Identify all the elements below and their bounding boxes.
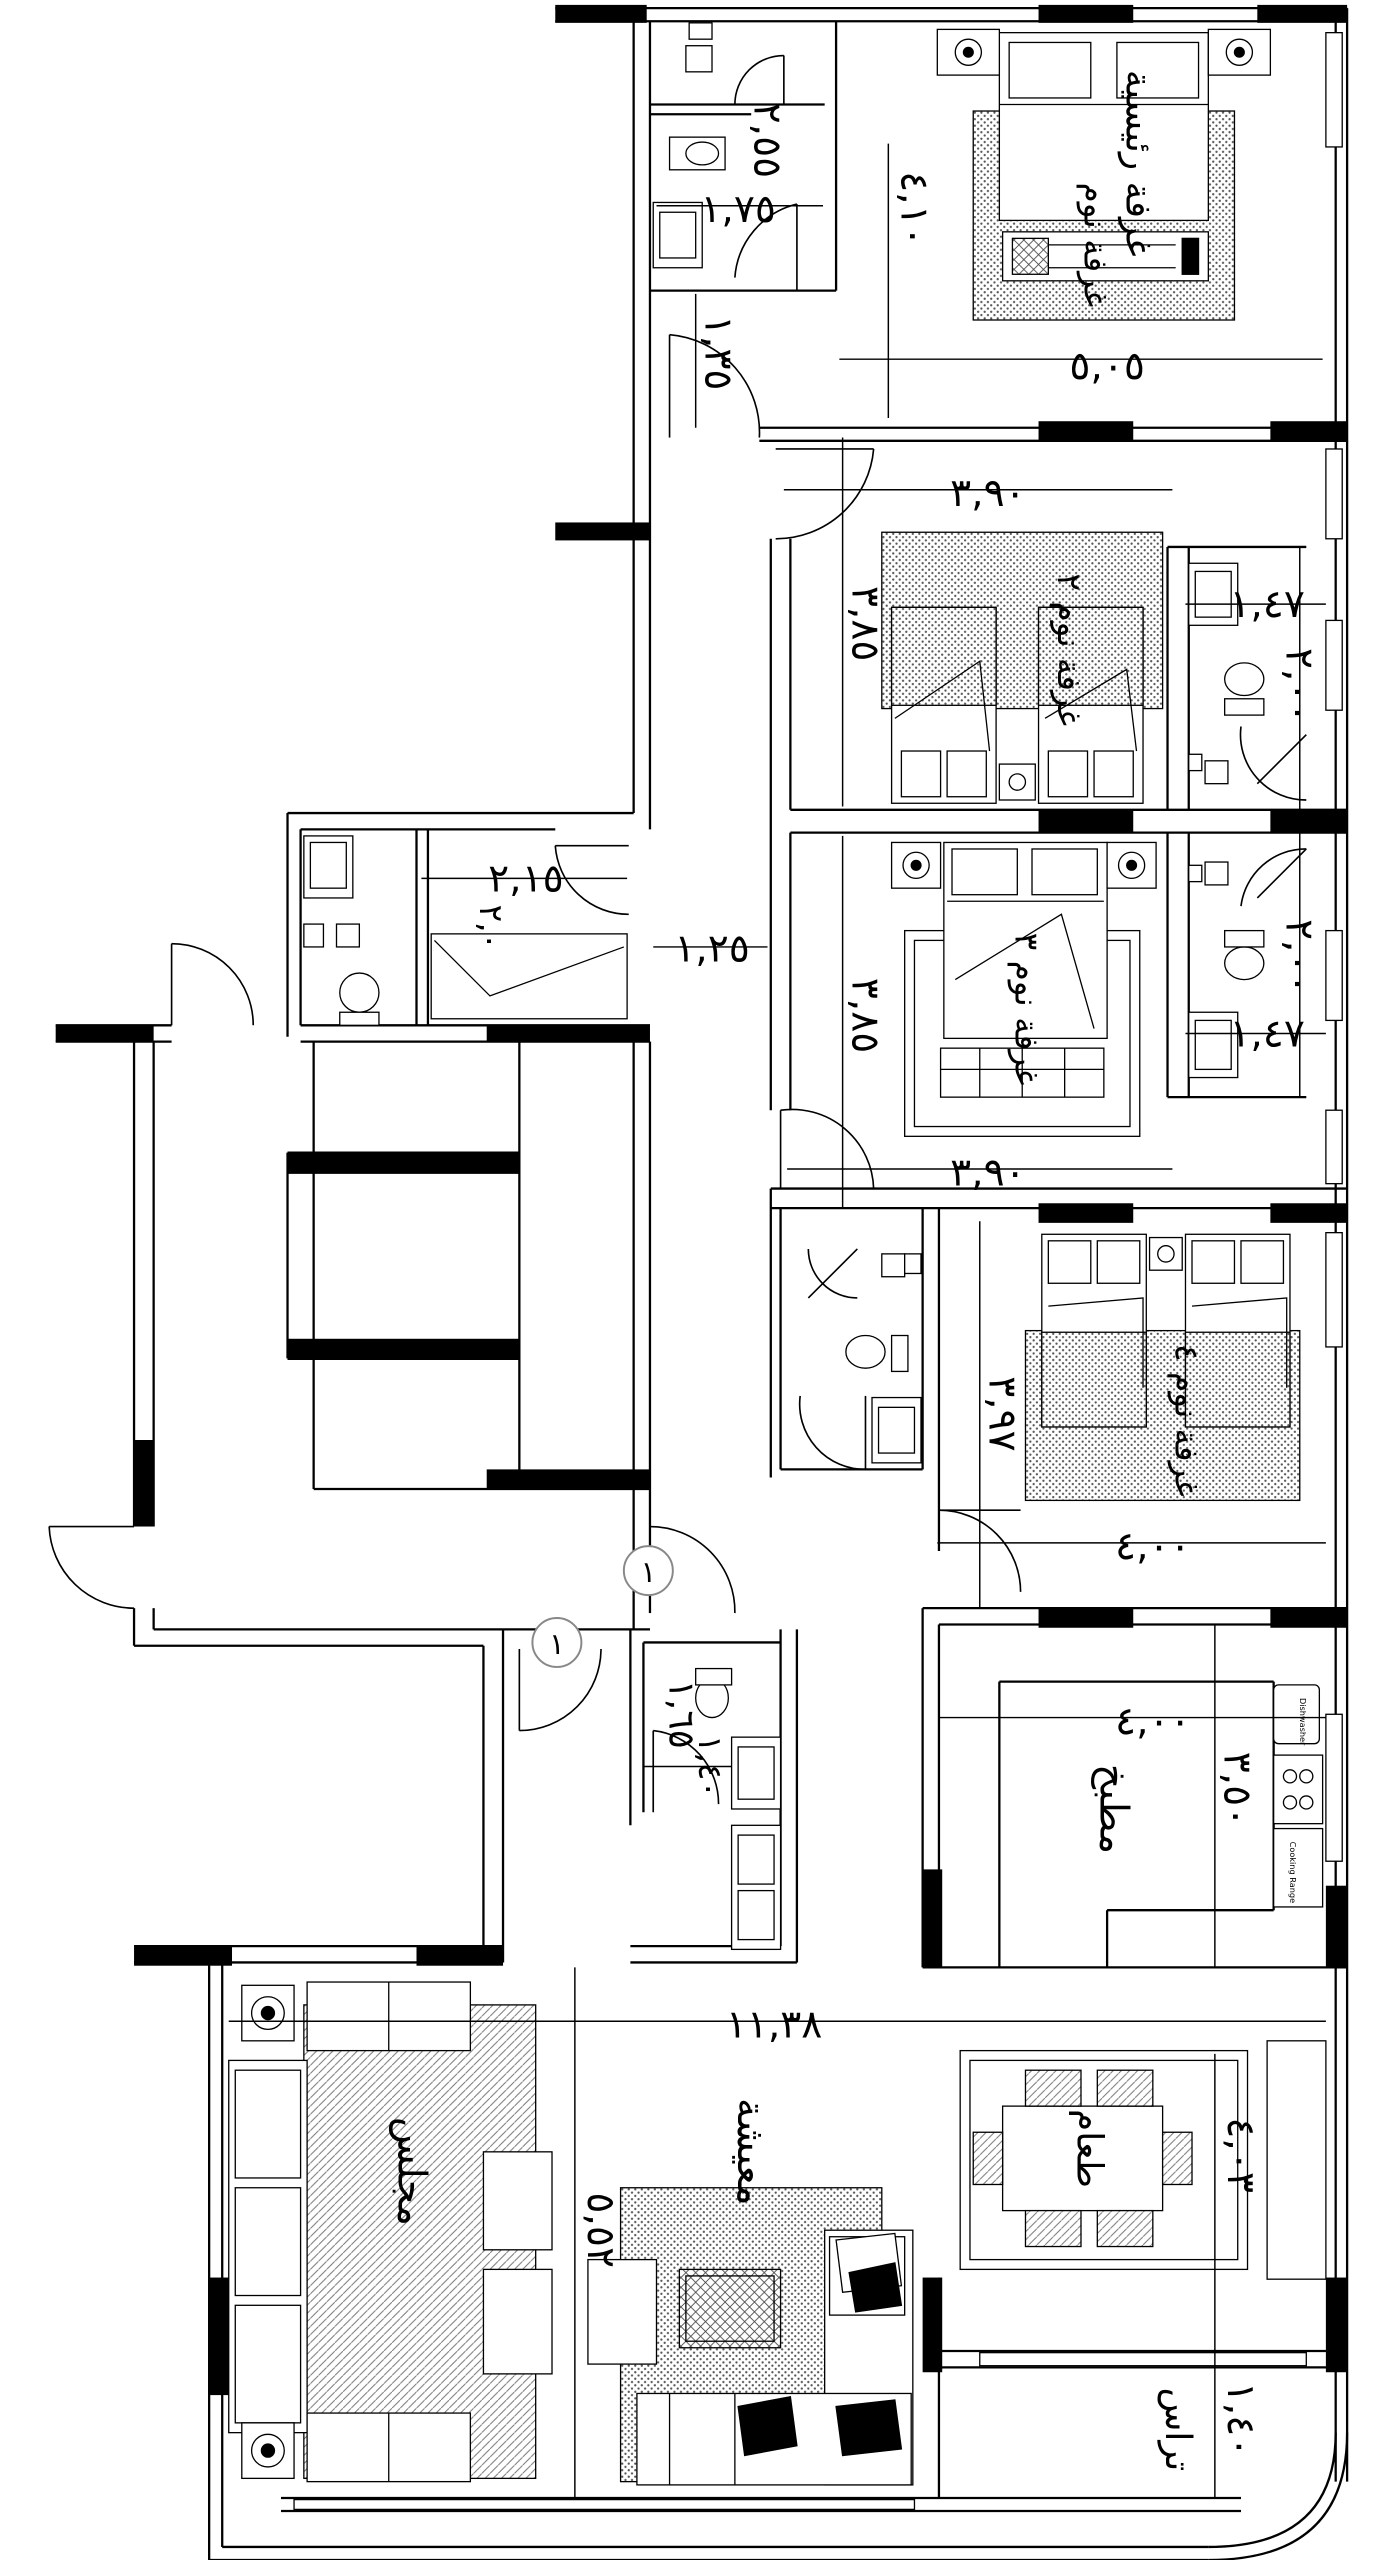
label-bedroom-4: غرفة نوم ٤ <box>1168 1344 1206 1497</box>
label-dining: طعام <box>1069 2109 1110 2188</box>
dim-hall-width: ١١,٣٨ <box>726 2003 823 2048</box>
dim-kitchen-length: ٣,٥٠ <box>1215 1752 1260 1828</box>
label-living: معيشة <box>728 2098 773 2206</box>
dim-bed4-width: ٤,٠٠ <box>1115 1524 1191 1569</box>
dimension-lines <box>228 143 1326 2498</box>
dim-hall-length: ٥,٥٢ <box>578 2192 623 2268</box>
dim-guest-bath-b: ١,٤٠ <box>691 1735 729 1798</box>
label-master-bedroom: غرفة رئيسية <box>1118 70 1159 257</box>
dim-bed3-width: ٣,٩٠ <box>950 1150 1026 1195</box>
dim-bath2-length: ٢,٠٠ <box>1277 648 1322 724</box>
label-kitchen: مطبخ <box>1091 1764 1136 1854</box>
dim-guest-bath-a: ١,٦٥ <box>661 1680 702 1749</box>
dim-master-width: ٥,٠٥ <box>1069 344 1145 389</box>
dim-bath3-length: ٢,٠٠ <box>1277 919 1322 995</box>
bedroom-2-furniture <box>881 531 1164 804</box>
label-range: Cooking Range <box>1288 1842 1298 1903</box>
windows <box>293 32 1343 2511</box>
dim-bath2-width: ١,٤٧ <box>1229 582 1305 627</box>
label-majlis: مجلس <box>389 2117 434 2226</box>
bedroom-4-furniture <box>1024 1233 1301 1502</box>
dim-corridor-mid: ١,٢٥ <box>674 927 750 972</box>
label-dishwasher: Dishwasher <box>1298 1698 1308 1746</box>
master-bedroom-furniture <box>936 28 1272 321</box>
dimension-labels: ٥,٠٥ ٤,١٠ ٢,٥٥ ١,٧٥ ١,٣٥ ٣,٩٠ ٣,٨٥ ١,٤٧ … <box>472 103 1322 2458</box>
dim-bed2-width: ٣,٩٠ <box>950 471 1026 516</box>
dim-corridor-top: ١,٣٥ <box>695 315 740 391</box>
dim-maid-length: ٢,٠ <box>472 905 510 950</box>
dim-bed2-length: ٣,٨٥ <box>842 586 887 662</box>
dim-master-bath: ٢,٥٥ <box>744 103 789 179</box>
bedroom-3-furniture <box>890 841 1157 1137</box>
dim-bed3-length: ٣,٨٥ <box>842 978 887 1054</box>
entry-markers: ١ ١ <box>531 1545 674 1668</box>
hall-furniture <box>228 1981 1327 2486</box>
dim-dining-length: ٤,٠٣ <box>1218 2117 1263 2193</box>
kitchen-fixtures <box>1272 1684 1324 1908</box>
dim-kitchen-width: ٤,٠٠ <box>1115 1699 1191 1744</box>
label-terrace: تراس <box>1157 2388 1198 2472</box>
label-bedroom-3: غرفة نوم ٣ <box>1008 933 1046 1086</box>
dim-bath3-width: ١,٤٧ <box>1229 1012 1305 1057</box>
dim-master-bath-width: ١,٧٥ <box>700 187 776 232</box>
label-bedroom-2: غرفة نوم ٢ <box>1050 573 1088 726</box>
room-labels: غرفة رئيسية غرفة نوم غرفة نوم ٢ غرفة نوم… <box>389 70 1308 2471</box>
columns <box>55 4 1348 2396</box>
marker-entry-a: ١ <box>640 1555 656 1589</box>
dim-terrace-length: ١,٤٠ <box>1218 2382 1263 2458</box>
marker-entry-b: ١ <box>549 1627 565 1661</box>
label-master-sub: غرفة نوم <box>1076 183 1114 308</box>
bath-fixtures <box>303 22 1265 1951</box>
dim-bed4-length: ٣,٩٧ <box>980 1376 1025 1452</box>
dim-master-length: ٤,١٠ <box>891 171 936 247</box>
dim-maid-width: ٢,١٥ <box>488 856 564 901</box>
